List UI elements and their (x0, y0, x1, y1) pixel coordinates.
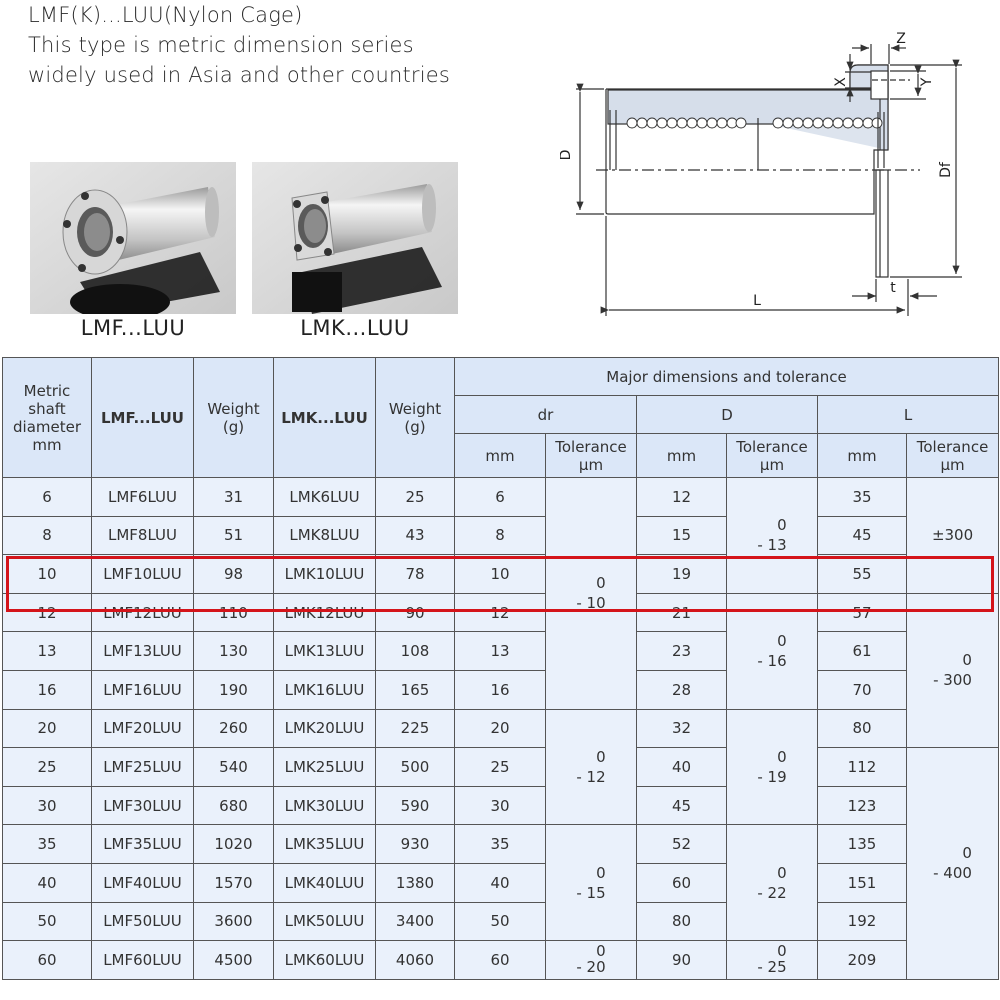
lmk-product-photo (252, 162, 458, 314)
header-dr: dr (454, 395, 637, 434)
header-lmf: LMF...LUU (91, 357, 194, 478)
table-row: 50 LMF50LUU 3600 LMK50LUU 3400 50 80 192 (2, 901, 999, 942)
dr-tolerance-cell: 0- 20 (545, 940, 637, 980)
lmk-photo-caption: LMK...LUU (300, 316, 410, 340)
intro-line: widely used in Asia and other countries (28, 63, 451, 87)
intro-line: This type is metric dimension series (28, 33, 414, 57)
D-tolerance-cell: 0- 13 (726, 477, 818, 594)
header-D-mm: mm (636, 433, 727, 478)
L-tolerance-cell: 0- 300 (905, 592, 1000, 749)
dim-label-t: t (890, 280, 896, 296)
table-row: 16 LMF16LUU 190 LMK16LUU 165 16 28 70 (2, 669, 999, 710)
D-tolerance-cell: 0- 19 (726, 708, 818, 826)
ball-row-left (626, 117, 747, 129)
header-weight-lmk: Weight(g) (375, 357, 455, 478)
dim-label-Df: Df (938, 161, 954, 178)
header-lmk: LMK...LUU (273, 357, 376, 478)
product-title: LMF(K)...LUU(Nylon Cage) (28, 3, 303, 27)
table-row: 40 LMF40LUU 1570 LMK40LUU 1380 40 60 151 (2, 862, 999, 903)
table-row: 35 LMF35LUU 1020 LMK35LUU 930 35 0- 15 5… (2, 824, 999, 942)
table-row: 6 LMF6LUU 31 LMK6LUU 25 6 0- 10 12 0- 13… (2, 477, 1000, 710)
table-row: 10 LMF10LUU 98 LMK10LUU 78 10 19 55 (2, 554, 999, 594)
L-tolerance-cell: ±300 (905, 477, 1000, 594)
dim-label-X: X (833, 77, 849, 87)
D-tolerance-cell: 0- 22 (726, 824, 818, 942)
dim-label-Y: Y (919, 77, 935, 87)
header-dr-mm: mm (454, 433, 546, 478)
dim-label-D: D (560, 150, 574, 161)
header-L: L (816, 395, 1000, 434)
technical-drawing: D Df L t X Y Z (558, 20, 980, 320)
dr-tolerance-cell: 0- 10 (545, 477, 637, 710)
L-tolerance-cell: 0- 400 (905, 747, 1000, 980)
intro-text: LMF(K)...LUU(Nylon Cage) This type is me… (28, 0, 450, 90)
table-row: 20 LMF20LUU 260 LMK20LUU 225 20 0- 12 32… (2, 708, 999, 826)
table-row: 12 LMF12LUU 110 LMK12LUU 90 12 21 0- 16 … (2, 592, 1000, 749)
table-row: 25 LMF25LUU 540 LMK25LUU 500 25 40 112 0… (2, 747, 1000, 980)
dim-label-L: L (753, 293, 761, 309)
D-tolerance-cell: 0- 16 (726, 592, 818, 710)
lmf-photo-caption: LMF...LUU (80, 316, 186, 340)
dr-tolerance-cell: 0- 15 (545, 824, 637, 942)
header-major-dimensions: Major dimensions and tolerance (453, 357, 1000, 396)
table-row: 8 LMF8LUU 51 LMK8LUU 43 8 15 45 (2, 515, 999, 556)
D-tolerance-cell: 0- 25 (726, 940, 818, 980)
header-weight-lmf: Weight(g) (193, 357, 274, 478)
ball-row-right (772, 117, 883, 129)
dr-tolerance-cell: 0- 12 (545, 708, 637, 826)
dim-label-Z: Z (896, 31, 906, 47)
header-L-mm: mm (817, 433, 907, 478)
table-row: 30 LMF30LUU 680 LMK30LUU 590 30 45 123 (2, 785, 999, 826)
table-row: 13 LMF13LUU 130 LMK13LUU 108 13 23 61 (2, 631, 999, 671)
table-row: 60 LMF60LUU 4500 LMK60LUU 4060 60 0- 20 … (2, 940, 999, 980)
header-D: D (636, 395, 818, 434)
lmf-product-photo (30, 162, 236, 314)
